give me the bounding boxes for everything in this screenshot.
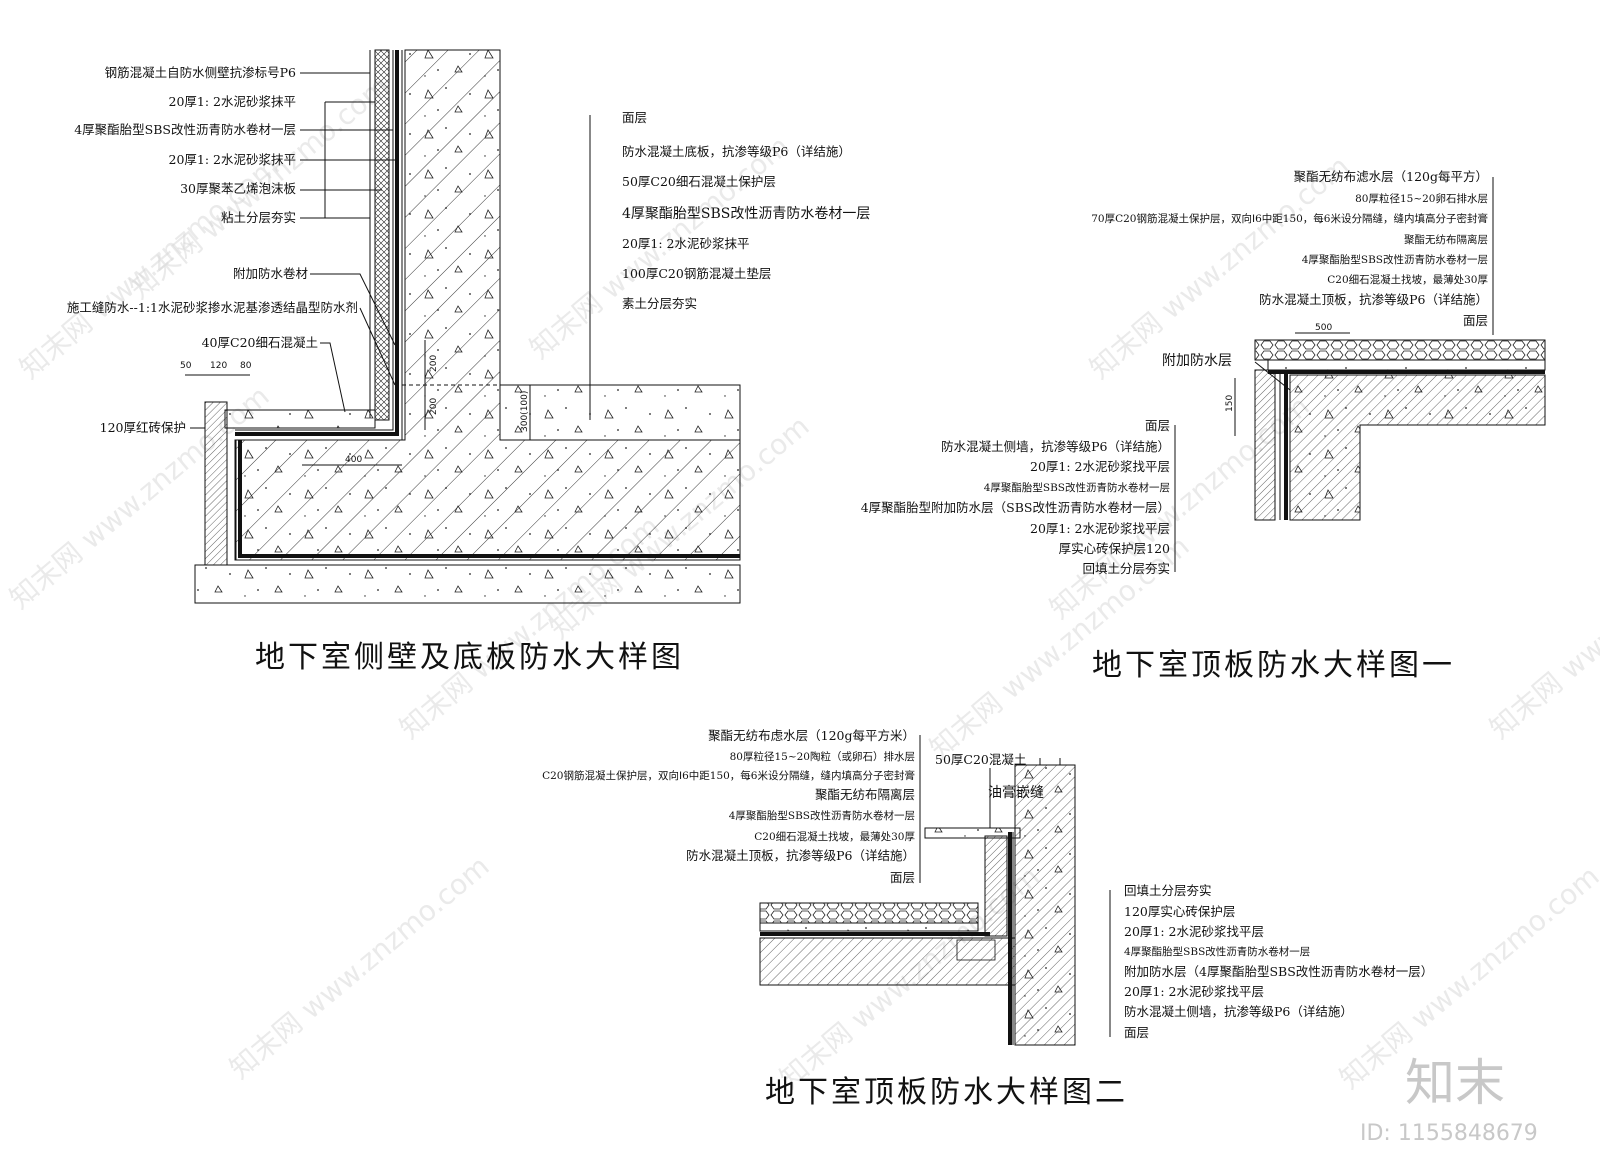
dim-50: 50 <box>180 361 192 371</box>
dim-200-a: 200 <box>429 355 439 372</box>
wall-label: 回填土分层夯实 <box>1082 561 1170 576</box>
dim-80: 80 <box>240 361 252 371</box>
wall-label: 粘土分层夯实 <box>221 210 296 225</box>
wall-label: 20厚1: 2水泥砂浆找平层 <box>1030 459 1170 474</box>
wall-label: 4厚聚酯胎型附加防水层（SBS改性沥青防水卷材一层） <box>861 500 1170 515</box>
left-label: 80厚粒径15~20陶粒（或卵石）排水层 <box>730 750 915 763</box>
extra-label: 附加防水层 <box>1162 353 1232 369</box>
top-label: 80厚粒径15~20卵石排水层 <box>1355 192 1488 205</box>
brick-label: 120厚红砖保护 <box>100 420 186 435</box>
left-label: 聚酯无纺布虑水层（120g每平方米） <box>708 728 915 743</box>
figure-3-title: 地下室顶板防水大样图二 <box>765 1075 1128 1110</box>
figure-2-title: 地下室顶板防水大样图一 <box>1092 648 1455 683</box>
floor-label: 4厚聚酯胎型SBS改性沥青防水卷材一层 <box>622 206 870 222</box>
figure-1-wall-floor: 50 120 80 400 200 200 300(100) 钢筋混凝土自防水侧… <box>67 49 870 675</box>
right-label: 防水混凝土侧墙，抗渗等级P6（详结施） <box>1124 1004 1353 1019</box>
figure-3-roof-slab: 聚酯无纺布虑水层（120g每平方米） 80厚粒径15~20陶粒（或卵石）排水层 … <box>542 728 1433 1110</box>
extra-label: 施工缝防水--1:1水泥砂浆掺水泥基渗透结晶型防水剂 <box>67 300 358 315</box>
top-label: 70厚C20钢筋混凝土保护层，双向ⵏ6中距150，每6米设分隔缝，缝内填高分子密… <box>1091 212 1488 225</box>
extra-label: 附加防水卷材 <box>233 266 308 281</box>
top-label: 50厚C20混凝土 <box>935 752 1026 767</box>
left-label: 聚酯无纺布隔离层 <box>815 787 915 802</box>
floor-label: 20厚1: 2水泥砂浆抹平 <box>622 236 750 251</box>
wall-label: 钢筋混凝土自防水侧壁抗渗标号P6 <box>105 65 296 80</box>
dim-150: 150 <box>1225 395 1235 412</box>
wall-label: 20厚1: 2水泥砂浆抹平 <box>169 94 297 109</box>
brand-logo: 知末 <box>1405 1054 1505 1112</box>
top-label: 4厚聚酯胎型SBS改性沥青防水卷材一层 <box>1302 253 1488 266</box>
right-label: 20厚1: 2水泥砂浆找平层 <box>1124 924 1264 939</box>
left-label: C20细石混凝土找坡，最薄处30厚 <box>754 830 915 843</box>
wall-label: 30厚聚苯乙烯泡沫板 <box>180 181 296 196</box>
left-label: 防水混凝土顶板，抗渗等级P6（详结施） <box>686 848 915 863</box>
wall-label: 20厚1: 2水泥砂浆抹平 <box>169 152 297 167</box>
figure-1-title: 地下室侧壁及底板防水大样图 <box>255 640 684 675</box>
wall-label: 面层 <box>1145 418 1170 433</box>
top-label: 防水混凝土顶板，抗渗等级P6（详结施） <box>1259 292 1488 307</box>
right-label: 120厚实心砖保护层 <box>1124 904 1235 919</box>
right-label: 4厚聚酯胎型SBS改性沥青防水卷材一层 <box>1124 945 1310 958</box>
floor-label: 素土分层夯实 <box>622 296 697 311</box>
wall-label: 20厚1: 2水泥砂浆找平层 <box>1030 521 1170 536</box>
right-label: 20厚1: 2水泥砂浆找平层 <box>1124 984 1264 999</box>
top-label: 聚酯无纺布隔离层 <box>1404 233 1488 246</box>
dim-500: 500 <box>1315 323 1332 333</box>
floor-label: 面层 <box>622 110 647 125</box>
watermark-text: 知末网 www.znzmo.com <box>1483 509 1600 745</box>
left-label: 4厚聚酯胎型SBS改性沥青防水卷材一层 <box>729 809 915 822</box>
wall-label: 4厚聚酯胎型SBS改性沥青防水卷材一层 <box>74 122 296 137</box>
figure-2-roof-slab: 500 150 聚酯无纺布滤水层（120g每平方） 80厚粒径15~20卵石排水… <box>861 169 1546 683</box>
left-label: 面层 <box>890 870 915 885</box>
dim-400: 400 <box>345 455 362 465</box>
wall-label: 防水混凝土侧墙，抗渗等级P6（详结施） <box>941 439 1170 454</box>
wall-label: 4厚聚酯胎型SBS改性沥青防水卷材一层 <box>984 481 1170 494</box>
floor-label: 100厚C20钢筋混凝土垫层 <box>622 266 771 281</box>
dim-200-b: 200 <box>429 398 439 415</box>
floor-label: 防水混凝土底板，抗渗等级P6（详结施） <box>622 144 851 159</box>
right-label: 面层 <box>1124 1025 1149 1040</box>
image-id: ID: 1155848679 <box>1360 1121 1538 1146</box>
top-label: 面层 <box>1463 313 1488 328</box>
top-label: 聚酯无纺布滤水层（120g每平方） <box>1294 169 1488 184</box>
wall-label: 厚实心砖保护层120 <box>1059 541 1170 556</box>
top-label: 油膏嵌缝 <box>988 784 1044 801</box>
left-label: C20钢筋混凝土保护层，双向ⵏ6中距150，每6米设分隔缝，缝内填高分子密封膏 <box>542 769 915 782</box>
extra-label: 40厚C20细石混凝土 <box>202 335 318 350</box>
watermark-text: 知末网 www.znzmo.com <box>223 849 495 1085</box>
right-label: 回填土分层夯实 <box>1124 883 1212 898</box>
dim-300: 300(100) <box>520 391 530 432</box>
dim-120: 120 <box>210 361 227 371</box>
floor-label: 50厚C20细石混凝土保护层 <box>622 174 776 189</box>
right-label: 附加防水层（4厚聚酯胎型SBS改性沥青防水卷材一层） <box>1124 964 1433 979</box>
top-label: C20细石混凝土找坡，最薄处30厚 <box>1327 273 1488 286</box>
